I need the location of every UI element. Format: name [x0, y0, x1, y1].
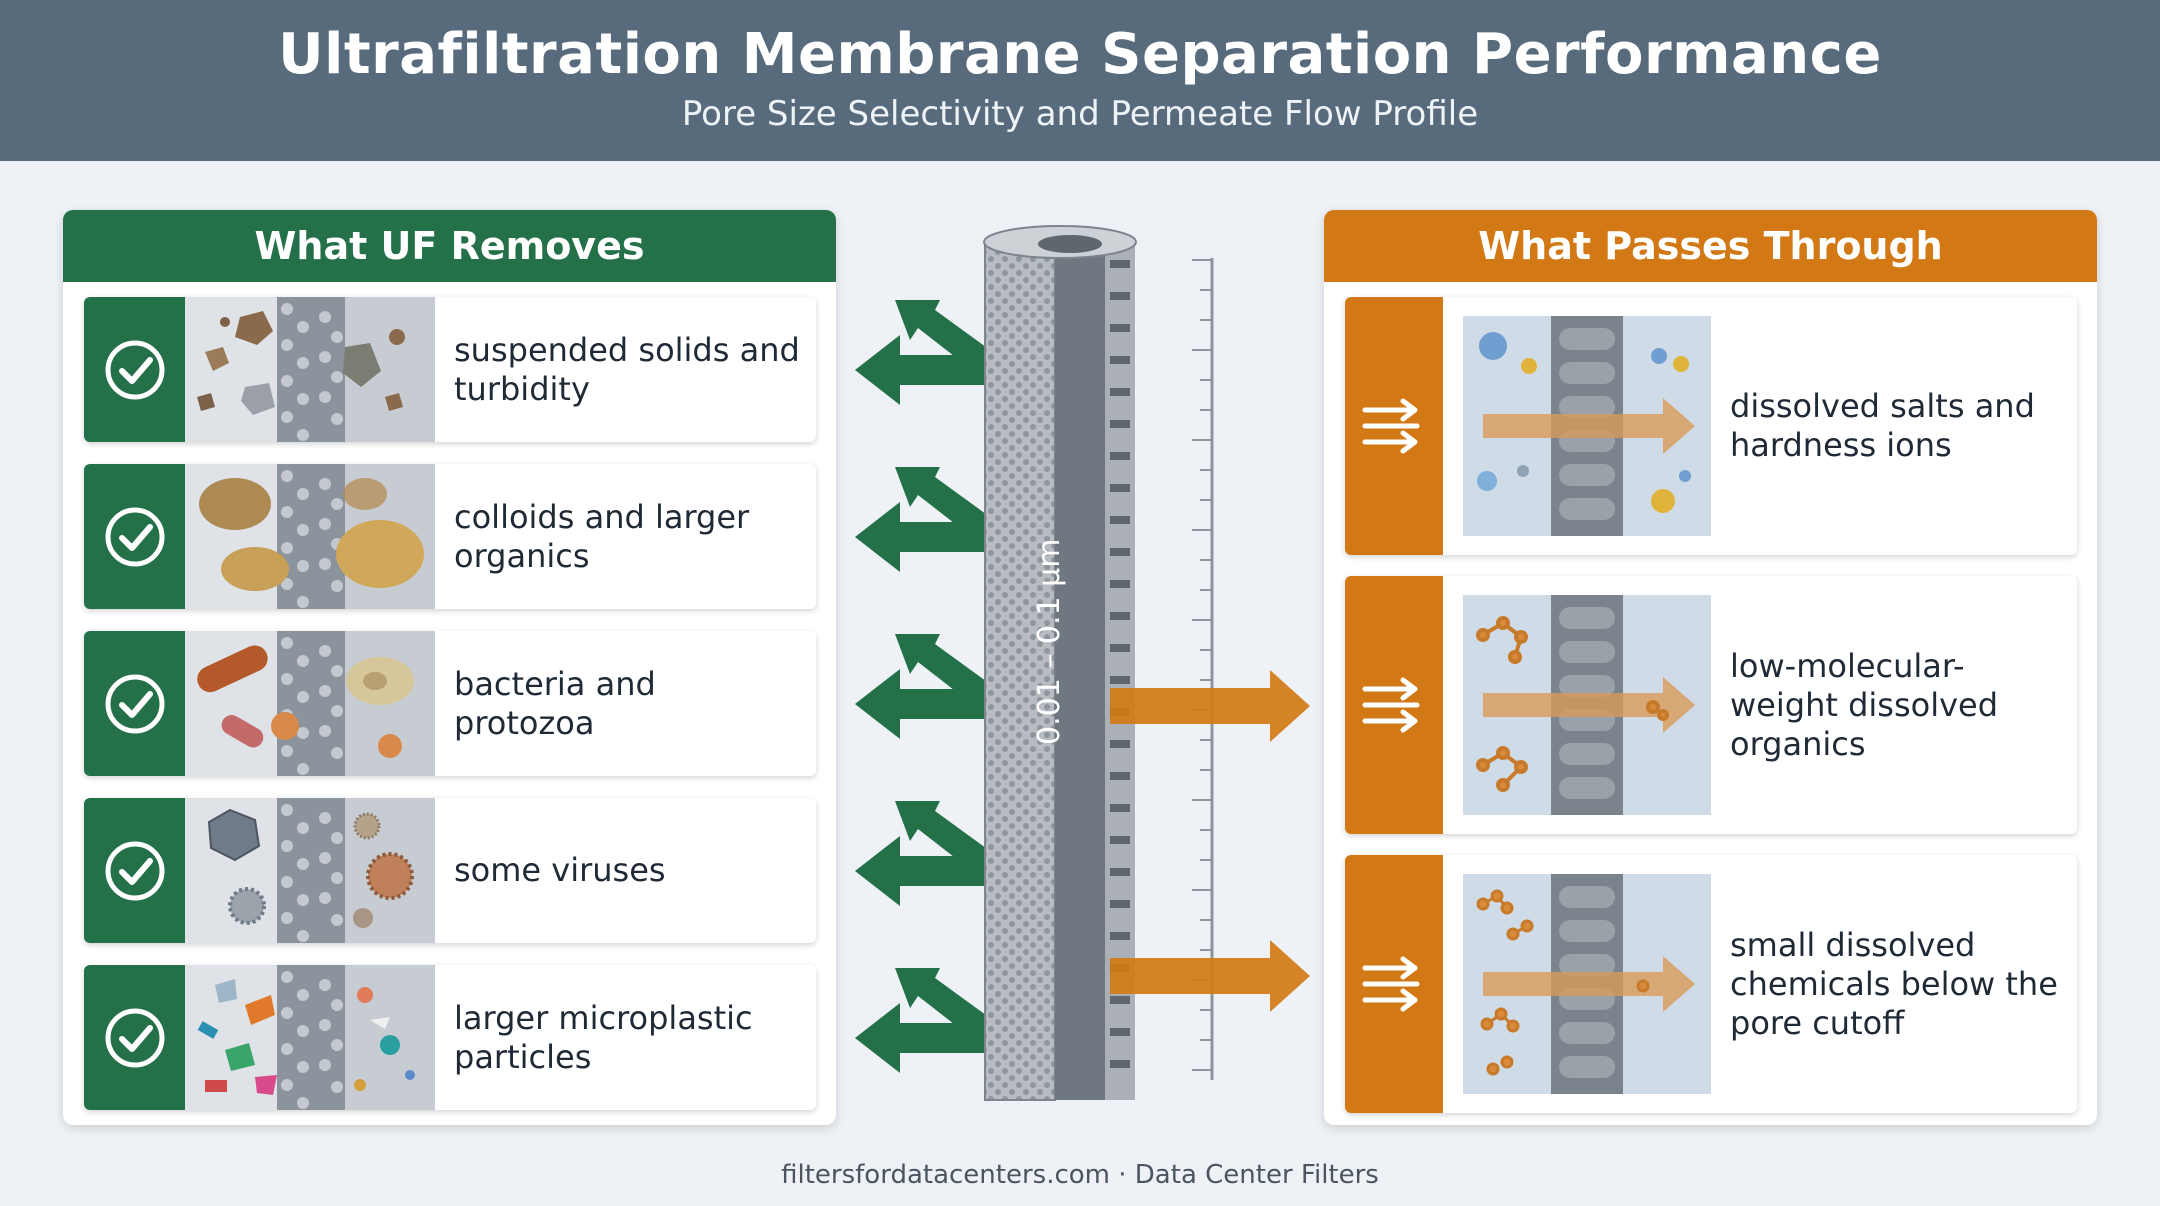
- check-icon: [84, 965, 185, 1110]
- removes-item-colloids: colloids and larger organics: [84, 464, 816, 609]
- passes-item-chemicals: small dissolved chemicals below the pore…: [1345, 855, 2077, 1113]
- check-icon: [84, 631, 185, 776]
- microplastics-image: [185, 965, 435, 1110]
- removes-panel-title: What UF Removes: [63, 210, 836, 282]
- passes-item-label: small dissolved chemicals below the pore…: [1730, 925, 2058, 1042]
- header-banner: Ultrafiltration Membrane Separation Perf…: [0, 0, 2160, 161]
- removes-item-label: some viruses: [454, 851, 666, 889]
- viruses-image: [185, 798, 435, 943]
- rejection-arrows: [855, 300, 990, 1073]
- passes-panel: What Passes Through: [1324, 210, 2097, 1125]
- removes-item-label: bacteria and protozoa: [454, 664, 656, 742]
- bacteria-image: [185, 631, 435, 776]
- removes-item-label: larger microplastic particles: [454, 998, 753, 1076]
- passes-item-label: dissolved salts and hardness ions: [1730, 387, 2035, 464]
- hollow-fiber-membrane: [983, 225, 1214, 1101]
- page-subtitle: Pore Size Selectivity and Permeate Flow …: [681, 94, 1479, 134]
- flow-arrows-icon: [1345, 855, 1443, 1113]
- removes-item-label: colloids and larger organics: [454, 497, 750, 575]
- permeate-arrows: [1110, 670, 1310, 1012]
- passes-item-organics: low-molecular-weight dissolved organics: [1345, 576, 2077, 834]
- suspended-solids-image: [185, 297, 435, 442]
- removes-item-label: suspended solids and turbidity: [454, 330, 800, 408]
- removes-item-bacteria: bacteria and protozoa: [84, 631, 816, 776]
- removes-item-viruses: some viruses: [84, 798, 816, 943]
- flow-arrows-icon: [1345, 576, 1443, 834]
- salts-passing-image: [1463, 316, 1711, 536]
- pore-size-label: 0.01 – 0.1 µm: [1032, 538, 1067, 745]
- passes-panel-title: What Passes Through: [1324, 210, 2097, 282]
- colloids-image: [185, 464, 435, 609]
- flow-arrows-icon: [1345, 297, 1443, 555]
- organics-passing-image: [1463, 595, 1711, 815]
- chemicals-passing-image: [1463, 874, 1711, 1094]
- passes-item-salts: dissolved salts and hardness ions: [1345, 297, 2077, 555]
- membrane-diagram: [855, 225, 1310, 1101]
- check-icon: [84, 798, 185, 943]
- passes-item-label: low-molecular-weight dissolved organics: [1730, 646, 1999, 763]
- footer-credit: filtersfordatacenters.com · Data Center …: [781, 1160, 1379, 1190]
- removes-item-microplastics: larger microplastic particles: [84, 965, 816, 1110]
- check-icon: [84, 464, 185, 609]
- page-title: Ultrafiltration Membrane Separation Perf…: [278, 22, 1882, 87]
- check-icon: [84, 297, 185, 442]
- removes-item-suspended-solids: suspended solids and turbidity: [84, 297, 816, 442]
- removes-panel: What UF Removes: [63, 210, 836, 1125]
